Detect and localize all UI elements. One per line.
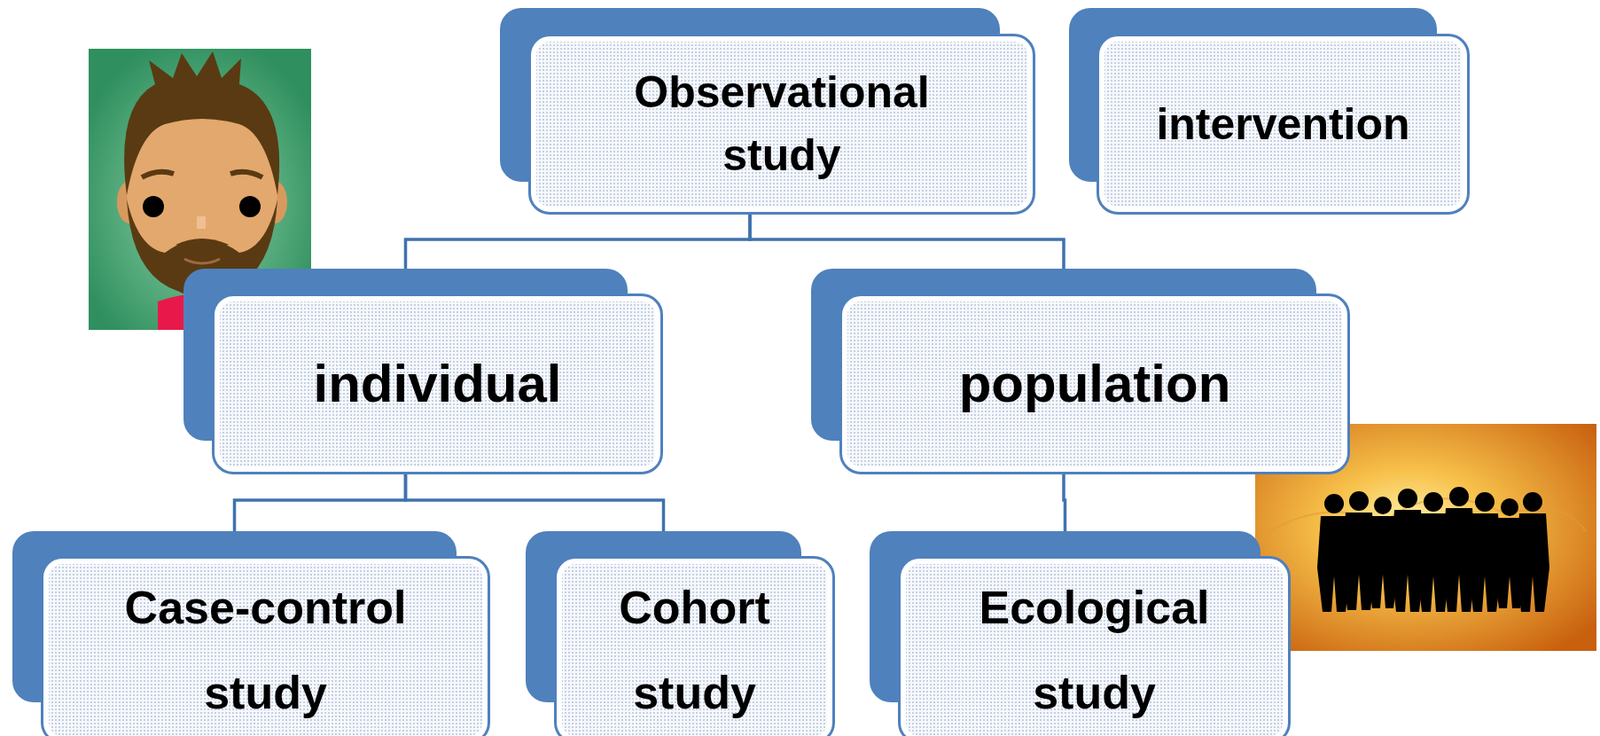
- box-label: Observational study: [582, 61, 982, 188]
- box-face: Observational study: [528, 33, 1036, 215]
- study-box: intervention: [1069, 7, 1470, 215]
- box-face: Cohort study: [554, 555, 836, 736]
- tree-connector: [405, 214, 751, 269]
- study-box: Ecological study: [869, 530, 1291, 736]
- box-face: intervention: [1096, 33, 1470, 215]
- box-label: Case-control study: [79, 564, 453, 735]
- tree-connector: [749, 214, 1064, 269]
- box-face: population: [839, 293, 1351, 475]
- box-label: individual: [312, 351, 562, 416]
- box-label: Cohort study: [579, 564, 811, 735]
- box-face: Ecological study: [897, 555, 1291, 736]
- tree-connector: [405, 474, 664, 531]
- study-box: individual: [183, 268, 664, 475]
- box-label: intervention: [1155, 93, 1410, 157]
- study-box: population: [811, 268, 1351, 475]
- box-label: Ecological study: [948, 564, 1241, 735]
- box-face: Case-control study: [40, 555, 491, 736]
- tree-connector: [1063, 474, 1066, 531]
- study-box: Cohort study: [525, 530, 836, 736]
- box-face: individual: [211, 293, 664, 475]
- study-box: Observational study: [499, 7, 1036, 215]
- box-label: population: [959, 351, 1232, 416]
- tree-connector: [234, 474, 406, 531]
- study-box: Case-control study: [12, 530, 491, 736]
